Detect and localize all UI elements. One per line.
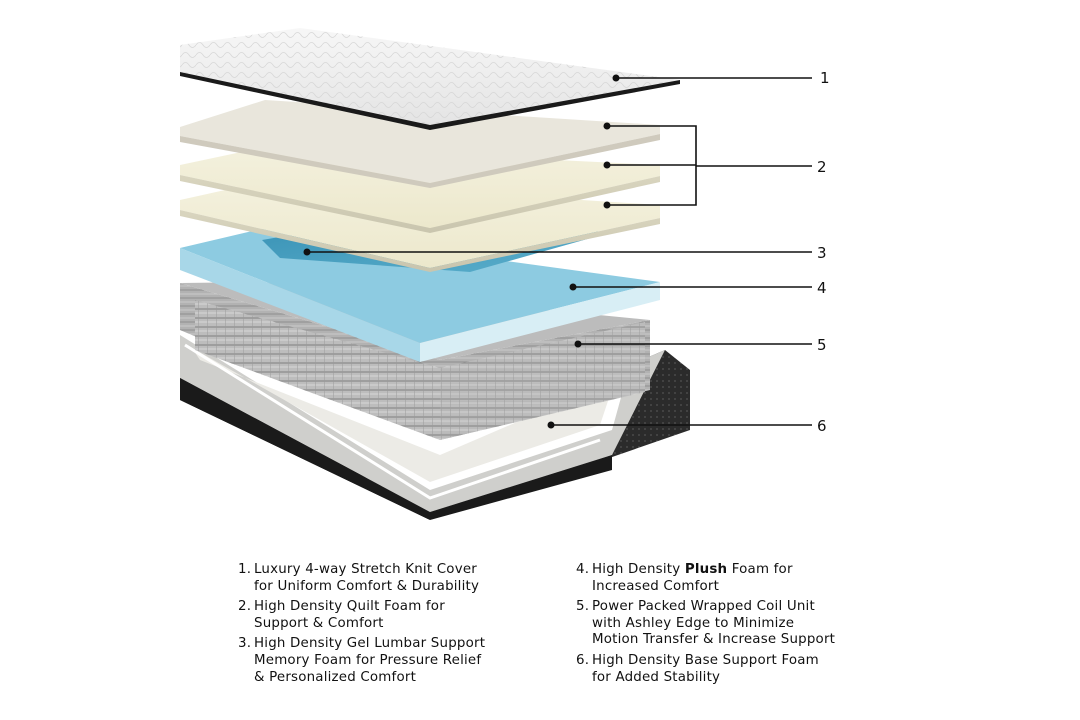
- callout-number-6: 6: [817, 417, 827, 435]
- legend-num: 3.: [238, 636, 252, 652]
- legend-item-2: 2. High Density Quilt Foam for Support &…: [238, 599, 488, 632]
- legend-text: Power Packed Wrapped Coil Unit with Ashl…: [592, 599, 836, 648]
- legend-item-5: 5. Power Packed Wrapped Coil Unit with A…: [576, 599, 836, 649]
- legend-bold-word: Plush: [684, 562, 728, 577]
- legend-item-1: 1. Luxury 4-way Stretch Knit Cover for U…: [238, 562, 488, 595]
- quilt-foam-layers: [180, 100, 660, 272]
- legend-num: 6.: [576, 652, 590, 668]
- legend-text: High Density Plush Foam for Increased Co…: [592, 562, 793, 594]
- callout-number-2: 2: [817, 158, 827, 176]
- legend-right: 4. High Density Plush Foam for Increased…: [576, 562, 836, 690]
- callout-number-5: 5: [817, 336, 827, 354]
- legend-num: 2.: [238, 599, 252, 615]
- knit-cover-layer: [180, 28, 680, 130]
- legend-num: 5.: [576, 599, 590, 615]
- legend-text: High Density Gel Lumbar Support Memory F…: [254, 636, 486, 685]
- callout-lines: [307, 77, 812, 426]
- legend-text: High Density Quilt Foam for Support & Co…: [254, 599, 445, 631]
- callout-dots: [303, 74, 620, 429]
- legend-left: 1. Luxury 4-way Stretch Knit Cover for U…: [238, 562, 488, 690]
- mattress-layer-diagram: [180, 28, 812, 520]
- legend-text: Luxury 4-way Stretch Knit Cover for Unif…: [254, 562, 480, 594]
- callout-number-1: 1: [820, 69, 830, 87]
- legend-item-6: 6. High Density Base Support Foam for Ad…: [576, 653, 836, 686]
- callout-number-4: 4: [817, 279, 827, 297]
- legend-num: 4.: [576, 562, 590, 577]
- legend-item-4: 4. High Density Plush Foam for Increased…: [576, 562, 836, 595]
- callout-number-3: 3: [817, 244, 827, 262]
- legend-num: 1.: [238, 562, 252, 577]
- legend-text: High Density Base Support Foam for Added…: [592, 652, 819, 685]
- legend-item-3: 3. High Density Gel Lumbar Support Memor…: [238, 636, 488, 686]
